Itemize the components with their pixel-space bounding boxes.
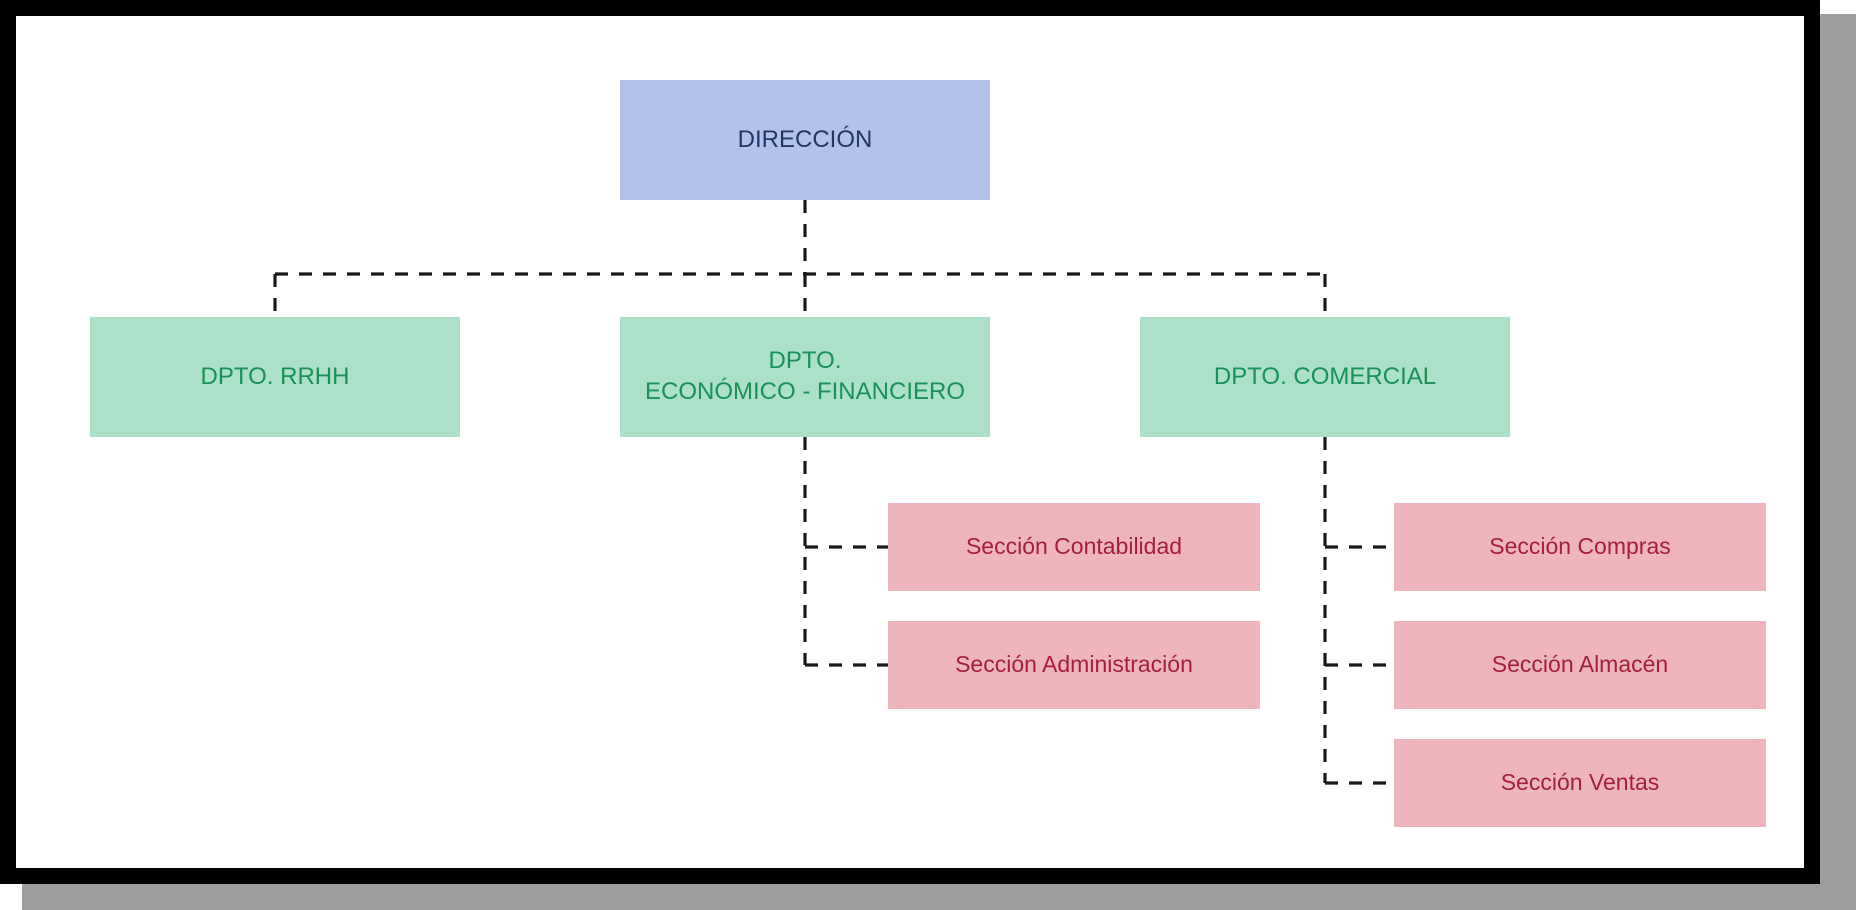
node-seccion-contabilidad[interactable]: Sección Contabilidad: [888, 503, 1260, 591]
slide-frame: DIRECCIÓN DPTO. RRHH DPTO. ECONÓMICO - F…: [0, 0, 1820, 884]
node-dpto-comercial[interactable]: DPTO. COMERCIAL: [1140, 317, 1510, 437]
node-dpto-rrhh[interactable]: DPTO. RRHH: [90, 317, 460, 437]
node-seccion-compras[interactable]: Sección Compras: [1394, 503, 1766, 591]
node-direccion[interactable]: DIRECCIÓN: [620, 80, 990, 200]
connector-lines: [273, 200, 1394, 785]
diagram-canvas: DIRECCIÓN DPTO. RRHH DPTO. ECONÓMICO - F…: [16, 16, 1804, 868]
node-seccion-ventas[interactable]: Sección Ventas: [1394, 739, 1766, 827]
node-seccion-almacen[interactable]: Sección Almacén: [1394, 621, 1766, 709]
node-dpto-economico-financiero[interactable]: DPTO. ECONÓMICO - FINANCIERO: [620, 317, 990, 437]
node-seccion-administracion[interactable]: Sección Administración: [888, 621, 1260, 709]
